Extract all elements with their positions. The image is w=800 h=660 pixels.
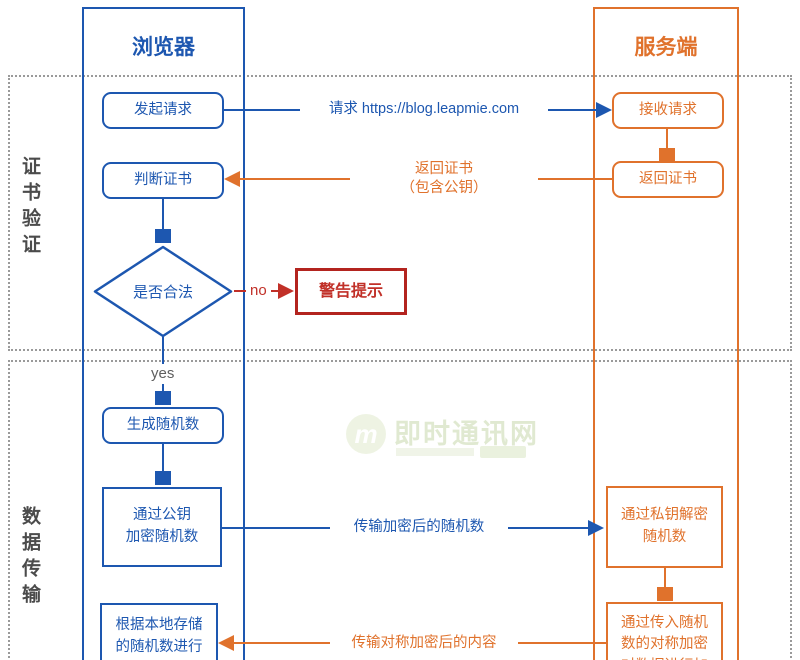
edge-recv-retcert-arrowhead bbox=[659, 148, 675, 162]
node-is-valid-decision: 是否合法 bbox=[92, 245, 234, 338]
edge-return-cert-label: 返回证书 （包含公钥） bbox=[350, 160, 538, 198]
node-receive-request: 接收请求 bbox=[612, 92, 724, 129]
section-cert-verify-label: 证书验证 bbox=[19, 156, 40, 260]
edge-judge-valid-line bbox=[162, 197, 164, 231]
watermark: m 即时通讯网 bbox=[340, 406, 560, 466]
edge-send-content-arrowhead bbox=[218, 635, 234, 651]
edge-return-cert-label-line2: （包含公钥） bbox=[400, 179, 488, 196]
diamond-shape bbox=[93, 245, 233, 338]
edge-priv-symm-arrowhead bbox=[657, 587, 673, 601]
node-decrypt-random-with-privkey: 通过私钥解密 随机数 bbox=[606, 486, 723, 568]
edge-priv-symm-line bbox=[664, 568, 666, 590]
edge-gen-encrypt-arrowhead bbox=[155, 471, 171, 485]
watermark-text: 即时通讯网 bbox=[394, 419, 539, 449]
section-data-transfer bbox=[8, 360, 792, 660]
node-judge-certificate: 判断证书 bbox=[102, 162, 224, 199]
section-data-transfer-label: 数据传输 bbox=[19, 506, 40, 610]
node-decrypt-with-local-random: 根据本地存储 的随机数进行 解密 bbox=[100, 603, 218, 660]
section-cert-verify bbox=[8, 75, 792, 351]
edge-return-cert-arrowhead bbox=[224, 171, 240, 187]
node-encrypt-random-with-pubkey: 通过公钥 加密随机数 bbox=[102, 487, 222, 567]
edge-send-random-label: 传输加密后的随机数 bbox=[330, 518, 508, 537]
watermark-subtext-bar bbox=[396, 448, 474, 456]
edge-yes-arrowhead bbox=[155, 391, 171, 405]
node-initiate-request: 发起请求 bbox=[102, 92, 224, 129]
edge-send-content-label: 传输对称加密后的内容 bbox=[330, 634, 518, 653]
watermark-badge bbox=[480, 446, 526, 458]
watermark-logo-icon: m bbox=[346, 414, 386, 454]
edge-request-label: 请求 https://blog.leapmie.com bbox=[300, 100, 548, 119]
edge-judge-valid-arrowhead bbox=[155, 229, 171, 243]
lane-browser: 浏览器 bbox=[82, 7, 245, 660]
edge-return-cert-label-line1: 返回证书 bbox=[415, 161, 473, 177]
edge-no-arrowhead bbox=[278, 283, 294, 299]
node-warning-alert: 警告提示 bbox=[295, 268, 407, 315]
edge-no-label: no bbox=[246, 281, 271, 301]
edge-send-random-arrowhead bbox=[588, 520, 604, 536]
edge-request-arrowhead bbox=[596, 102, 612, 118]
edge-recv-retcert-line bbox=[666, 127, 668, 151]
node-generate-random: 生成随机数 bbox=[102, 407, 224, 444]
node-symmetric-encrypt-data: 通过传入随机 数的对称加密 对数据进行加 密 bbox=[606, 602, 723, 660]
edge-yes-label: yes bbox=[147, 364, 179, 384]
lane-browser-title: 浏览器 bbox=[132, 36, 195, 59]
node-is-valid-label: 是否合法 bbox=[132, 284, 193, 301]
lane-server-title: 服务端 bbox=[634, 36, 698, 59]
lane-server: 服务端 bbox=[593, 7, 739, 660]
node-return-certificate: 返回证书 bbox=[612, 161, 724, 198]
edge-gen-encrypt-line bbox=[162, 443, 164, 473]
